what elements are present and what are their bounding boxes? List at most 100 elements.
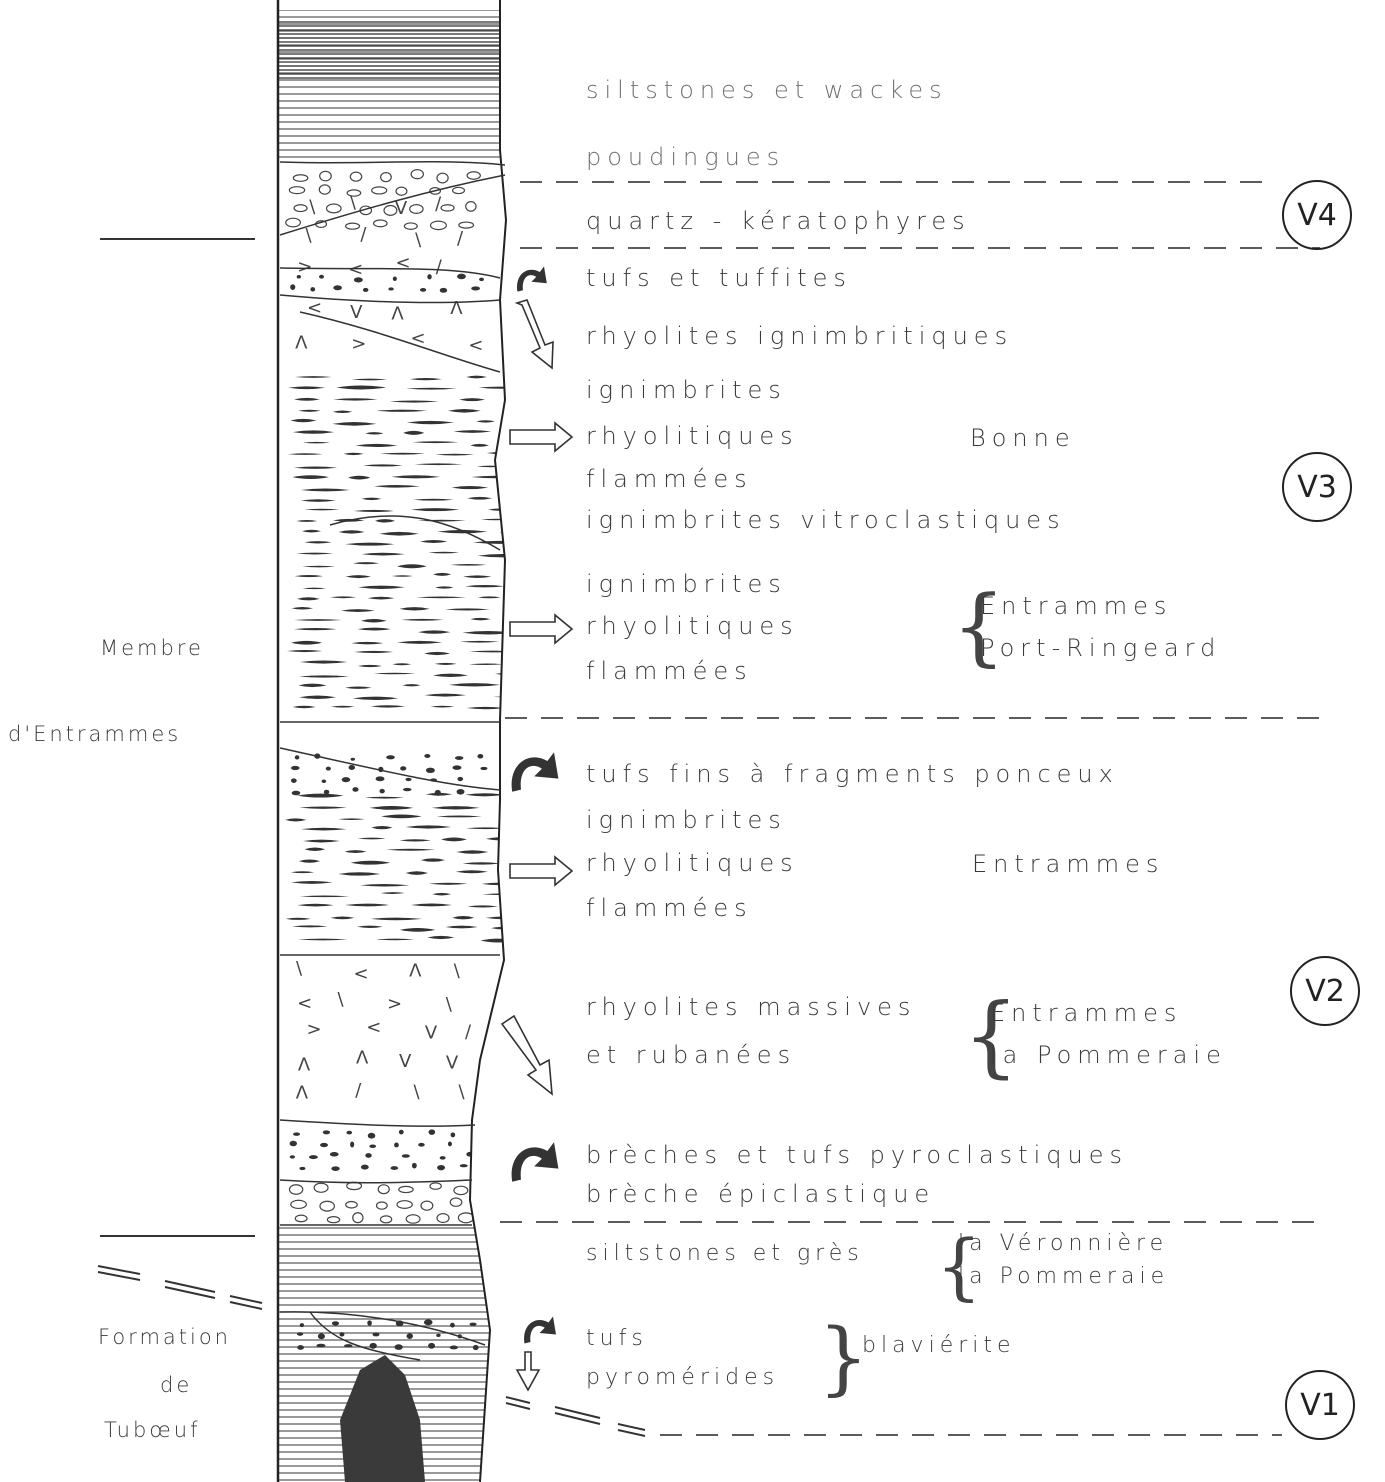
volcanic-mark: Λ — [391, 304, 404, 325]
curl-arrow-4 — [524, 1317, 556, 1344]
volcanic-mark: < — [348, 259, 363, 280]
tuff-dot — [320, 1143, 328, 1147]
litho-tufs: tufs — [586, 1326, 648, 1351]
tuff-dot — [393, 277, 397, 281]
tuff-dot — [339, 1332, 344, 1336]
tuff-dot — [354, 277, 363, 282]
locality-bonne: Bonne — [970, 424, 1076, 452]
tuff-dot — [300, 1323, 304, 1327]
litho-flammees-2: flammées — [586, 657, 753, 685]
tuff-dot — [367, 1320, 372, 1325]
tuff-dot — [418, 1143, 425, 1147]
volcanic-mark: \ — [296, 958, 303, 979]
tuff-dot — [365, 1153, 371, 1158]
tuff-dot — [403, 788, 411, 791]
tuff-dot — [388, 287, 393, 290]
litho-ignimbrites-2: ignimbrites — [586, 570, 787, 598]
tuff-dot — [322, 779, 327, 782]
volcanic-mark: / — [465, 1022, 472, 1043]
locality-port-ringeard: Port-Ringeard — [980, 634, 1221, 662]
tuff-dot — [440, 1156, 446, 1160]
locality-veronniere: la Véronnière — [958, 1231, 1168, 1256]
label-membre: Membre — [100, 636, 204, 660]
tuff-dot — [290, 284, 295, 290]
unit-v1-badge: V1 — [1285, 1370, 1355, 1440]
unit-v2-badge: V2 — [1290, 956, 1360, 1026]
tuff-dot — [448, 1141, 452, 1146]
tuff-dot — [466, 1152, 473, 1157]
tuff-dot — [295, 755, 300, 759]
tuff-dot — [400, 766, 406, 770]
litho-tufs-tuffites: tufs et tuffites — [586, 264, 852, 292]
arrow-down-small — [517, 1352, 539, 1390]
label-formation: Formation — [98, 1325, 231, 1349]
tuff-dot — [330, 1152, 339, 1156]
tuff-dot — [350, 1142, 354, 1148]
tuff-dot — [424, 754, 430, 758]
volcanic-mark: < — [353, 964, 368, 985]
tuff-dot — [473, 1345, 479, 1350]
tuff-dot — [352, 787, 358, 792]
arrow-right-2 — [510, 615, 572, 643]
volcanic-mark: Λ — [295, 332, 308, 353]
tuff-dot — [346, 1131, 352, 1135]
litho-siltstones-gres: siltstones et grès — [586, 1241, 864, 1266]
locality-entrammes-c: Entrammes — [990, 999, 1182, 1027]
tuff-dot — [297, 1345, 304, 1350]
unit-v2-label: V2 — [1305, 974, 1345, 1009]
curl-arrow-3 — [512, 1142, 559, 1182]
litho-ignimbrites-vitroclastiques: ignimbrites vitroclastiques — [586, 506, 1066, 534]
tuff-dot — [326, 767, 331, 771]
volcanic-mark: < — [366, 1017, 381, 1038]
tuff-dot — [319, 275, 324, 279]
tuff-dot — [373, 1332, 380, 1336]
volcanic-mark: > — [307, 1019, 322, 1040]
tuff-dot — [386, 755, 395, 759]
volcanic-mark: V — [446, 1053, 459, 1074]
volcanic-mark: \ — [446, 994, 453, 1015]
volcanic-mark: > — [297, 257, 312, 278]
tuff-dot — [428, 1343, 435, 1349]
tuff-dot — [332, 1321, 339, 1325]
tuff-dot — [412, 1163, 417, 1169]
volcanic-mark: Λ — [409, 961, 422, 982]
tuff-dot — [297, 1332, 303, 1336]
unit-v3-label: V3 — [1297, 470, 1337, 505]
litho-ignimbrites-3: ignimbrites — [586, 806, 787, 834]
litho-pyromerides: pyromérides — [586, 1365, 779, 1390]
tuff-dot — [440, 288, 447, 293]
tuff-dot — [451, 1132, 456, 1137]
volcanic-mark: / — [435, 193, 442, 214]
tuff-dot — [405, 778, 411, 781]
arrow-right-1 — [510, 423, 572, 451]
tuff-dot — [344, 1344, 352, 1347]
tuff-dot — [457, 777, 463, 781]
tuff-dot — [351, 758, 355, 761]
tuff-dot — [480, 767, 487, 770]
litho-poudingues: poudingues — [586, 143, 785, 171]
tuff-dot — [457, 274, 466, 280]
tuff-dot — [290, 1141, 297, 1147]
tuff-dot — [437, 1165, 445, 1170]
tuff-dot — [324, 790, 330, 795]
locality-blavierite: blaviérite — [862, 1333, 1016, 1358]
tuff-dot — [460, 1164, 468, 1167]
volcanic-mark: Λ — [356, 1048, 369, 1069]
litho-rhyolitiques-1: rhyolitiques — [586, 422, 799, 450]
tuff-dot — [470, 1323, 477, 1326]
tuff-dot — [391, 1166, 399, 1170]
tuff-dot — [420, 288, 426, 292]
tuff-dot — [450, 1346, 458, 1350]
tuff-dot — [429, 1129, 436, 1134]
volcanic-mark: \ — [413, 1081, 420, 1102]
tuff-dot — [318, 1333, 325, 1339]
curl-arrow-1 — [517, 266, 547, 291]
locality-pommeraie-a: la Pommeraie — [990, 1041, 1227, 1069]
volcanic-mark: < — [297, 993, 312, 1014]
tuff-dot — [380, 789, 385, 793]
litho-tufs-fins: tufs fins à fragments ponceux — [586, 760, 1119, 788]
unit-v4-label: V4 — [1297, 198, 1337, 233]
tuff-dot — [479, 278, 484, 282]
volcanic-mark: V — [425, 1022, 438, 1043]
